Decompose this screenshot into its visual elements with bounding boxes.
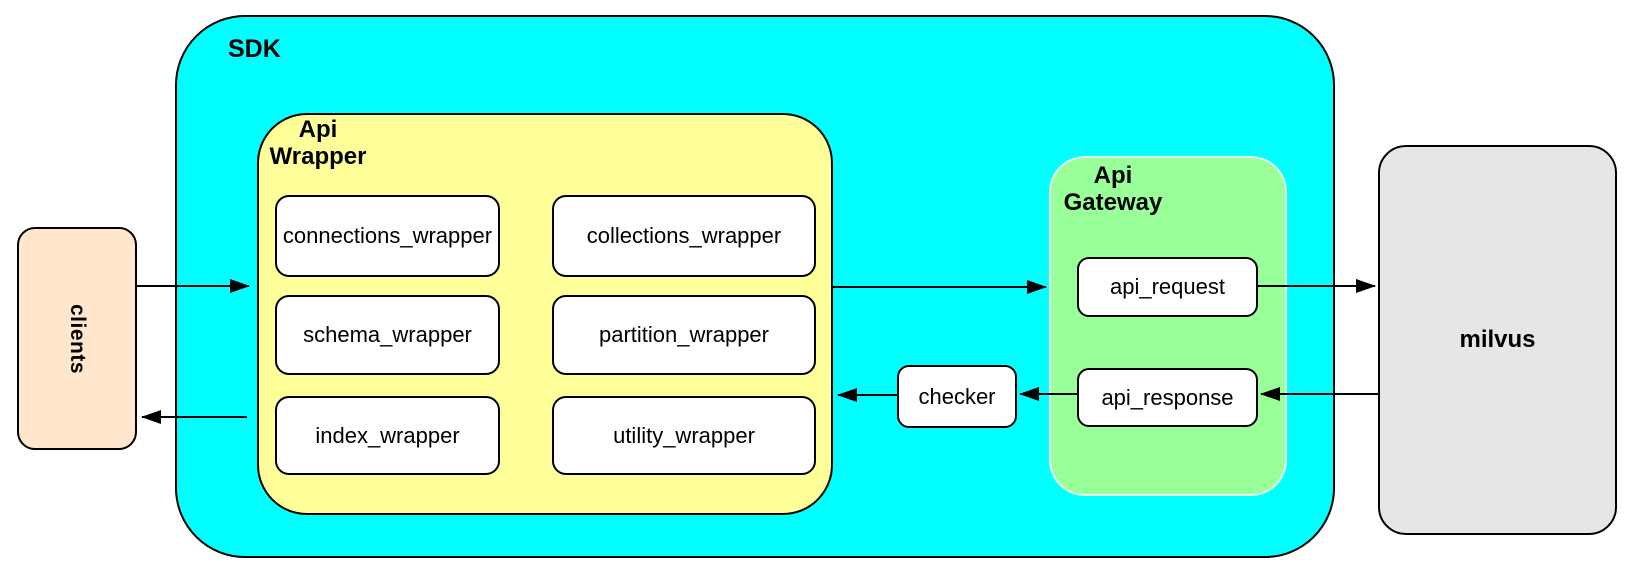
- node-checker-label: checker: [918, 383, 996, 409]
- api-gateway-container: [1049, 156, 1287, 496]
- api-gateway-label: Api Gateway: [1043, 162, 1183, 216]
- node-connections-wrapper: connections_wrapper: [275, 195, 500, 277]
- node-api-response-label: api_response: [1101, 384, 1234, 410]
- node-index-wrapper: index_wrapper: [275, 396, 500, 475]
- node-connections-wrapper-label: connections_wrapper: [282, 223, 493, 248]
- node-index-wrapper-label: index_wrapper: [315, 422, 460, 448]
- sdk-label: SDK: [228, 35, 281, 63]
- node-schema-wrapper-label: schema_wrapper: [303, 322, 472, 347]
- node-partition-wrapper: partition_wrapper: [552, 295, 816, 375]
- node-partition-wrapper-label: partition_wrapper: [599, 322, 769, 347]
- node-utility-wrapper-label: utility_wrapper: [613, 422, 755, 448]
- clients-label: clients: [66, 303, 89, 374]
- api-wrapper-label-line1: Api: [298, 116, 338, 143]
- api-gateway-label-line2: Gateway: [1063, 189, 1163, 216]
- node-checker: checker: [897, 365, 1017, 428]
- milvus-label: milvus: [1459, 326, 1536, 353]
- node-utility-wrapper: utility_wrapper: [552, 396, 816, 475]
- node-schema-wrapper: schema_wrapper: [275, 295, 500, 375]
- node-collections-wrapper-label: collections_wrapper: [586, 223, 782, 248]
- node-api-request-label: api_request: [1110, 274, 1225, 299]
- node-api-request: api_request: [1077, 257, 1258, 317]
- clients-node: clients: [17, 227, 137, 450]
- milvus-node: milvus: [1378, 145, 1617, 535]
- node-api-response: api_response: [1077, 368, 1258, 427]
- api-gateway-label-line1: Api: [1093, 162, 1133, 189]
- node-collections-wrapper: collections_wrapper: [552, 195, 816, 277]
- api-wrapper-label-line2: Wrapper: [269, 143, 367, 170]
- api-wrapper-label: Api Wrapper: [253, 116, 383, 170]
